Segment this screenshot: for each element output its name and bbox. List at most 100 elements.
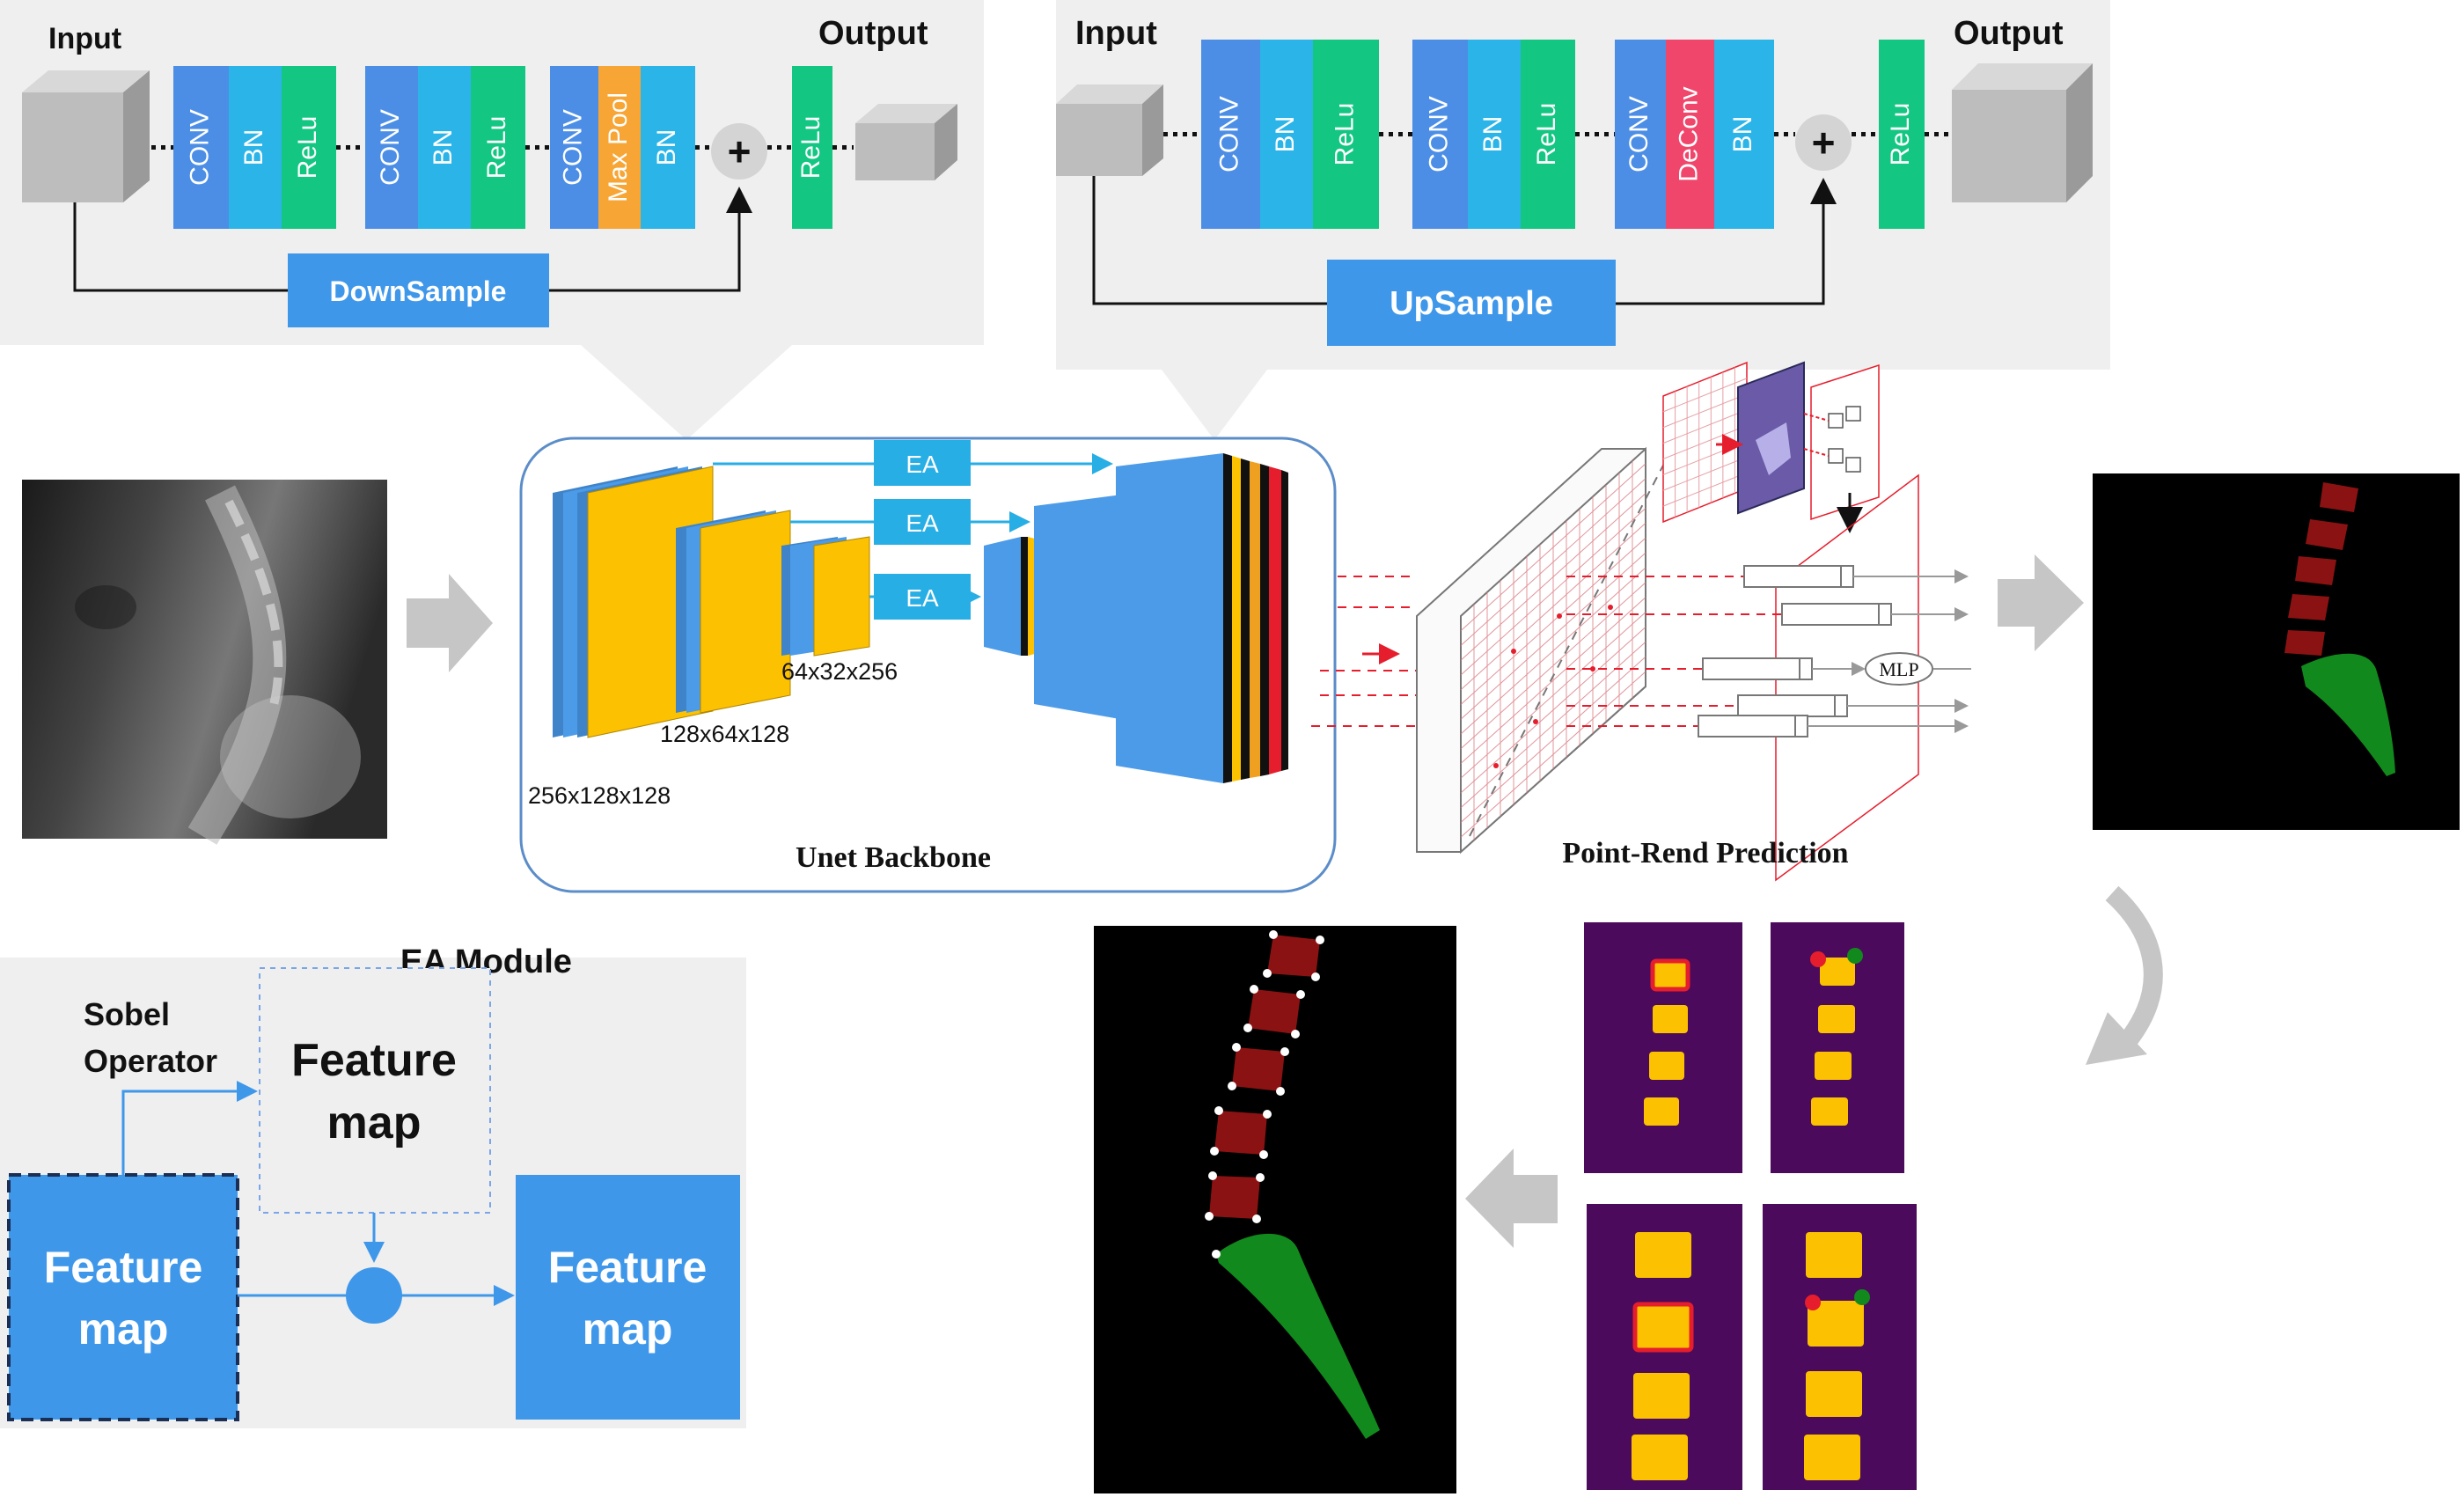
up-layer-label-6: CONV (1624, 96, 1654, 172)
down-layer-5 (471, 66, 525, 229)
output-arrow (1998, 554, 2084, 651)
up-layer-7 (1666, 40, 1714, 229)
final-vertebra-1 (1248, 989, 1301, 1034)
up-layer-6 (1615, 40, 1666, 229)
panel-0-vertebra-2 (1649, 1052, 1684, 1080)
down-output-cube (855, 104, 957, 180)
ea-feature-map-output-line1: Feature (548, 1243, 708, 1292)
downsample-button-box (288, 253, 549, 327)
up-layer-label-5: ReLu (1532, 103, 1561, 166)
down-output-label: Output (818, 15, 928, 52)
back-arrow (1465, 1148, 1558, 1248)
down-layer-label-8: BN (652, 129, 681, 166)
upsample-callout (1162, 370, 1267, 440)
down-layer-label-0: CONV (185, 109, 214, 186)
up-layer-4 (1468, 40, 1521, 229)
down-plus-circle (711, 123, 767, 180)
ea-module: EA Module Feature map Sobel Operator Fea… (0, 943, 746, 1428)
panel-3-vertebra-1 (1808, 1301, 1864, 1347)
panel-3-vertebra-2 (1806, 1371, 1862, 1417)
ea-label-2: EA (906, 510, 939, 537)
sacrum-mask (2301, 653, 2395, 776)
up-layer-1 (1260, 40, 1313, 229)
down-input-cube (22, 70, 150, 202)
final-vertebra-0 (1267, 935, 1320, 977)
ea-label-3: EA (906, 584, 939, 612)
down-layer-label-7: Max Pool (604, 92, 633, 202)
up-plus-circle (1795, 114, 1852, 171)
down-layer-7 (598, 66, 641, 229)
ea-feature-map-dashed-line1: Feature (291, 1035, 457, 1086)
up-layer-3 (1412, 40, 1468, 229)
down-layer-label-3: CONV (376, 109, 405, 186)
down-layer-1 (229, 66, 282, 229)
down-layer-label-9: ReLu (796, 116, 825, 180)
feature-vector-3 (1737, 694, 1836, 717)
upsample-label: UpSample (1390, 285, 1553, 322)
down-layer-label-1: BN (239, 129, 268, 166)
sobel-label-line2: Operator (84, 1043, 217, 1079)
ea-label-1: EA (906, 451, 939, 478)
down-layer-9 (792, 66, 832, 229)
up-layer-label-1: BN (1271, 116, 1300, 153)
downsample-label: DownSample (330, 275, 507, 307)
up-input-cube (1056, 84, 1163, 176)
up-layer-label-4: BN (1478, 116, 1507, 153)
up-layer-8 (1714, 40, 1774, 229)
return-curved-arrow (2105, 885, 2163, 1045)
down-layer-label-2: ReLu (293, 116, 322, 180)
ea-feature-map-input-line2: map (78, 1304, 169, 1354)
down-input-label: Input (48, 22, 121, 55)
panel-1-vertebra-0 (1820, 958, 1855, 986)
output-segmentation (2093, 473, 2460, 830)
down-layer-label-5: ReLu (482, 116, 511, 180)
up-output-label: Output (1954, 15, 2064, 52)
down-layer-6 (550, 66, 598, 229)
down-layer-4 (418, 66, 471, 229)
unet-backbone: EA EA EA 256x128x128 128x64x128 64x32x25… (519, 437, 1337, 893)
up-layer-9 (1879, 40, 1925, 229)
up-layer-2 (1313, 40, 1379, 229)
lumbar-masks (2284, 482, 2358, 656)
up-output-cube (1952, 63, 2093, 202)
final-vertebra-4 (1209, 1176, 1260, 1219)
panel-2-vertebra-2 (1633, 1373, 1690, 1419)
ea-box-2 (874, 499, 971, 545)
down-layer-label-4: BN (429, 129, 458, 166)
dim-label-2: 128x64x128 (660, 721, 789, 747)
ea-merge-node (346, 1267, 402, 1324)
upsample-button-box (1327, 260, 1616, 346)
up-layer-label-9: ReLu (1886, 103, 1915, 166)
pointrend-prediction: MLP Point-Rend Prediction (1311, 361, 1971, 882)
panel-0-vertebra-1 (1653, 1005, 1688, 1033)
panel-3-vertebra-0 (1806, 1232, 1862, 1278)
dim-label-3: 64x32x256 (781, 658, 898, 685)
input-xray-image (22, 480, 387, 845)
point-panels (1584, 922, 1917, 1490)
final-sacrum (1216, 1233, 1380, 1439)
down-plus-sign: + (728, 128, 752, 174)
ea-box-1 (874, 440, 971, 486)
down-layer-2 (282, 66, 336, 229)
feature-vector-2 (1702, 657, 1800, 680)
ea-box-3 (874, 574, 971, 620)
final-result-image (1094, 926, 1456, 1493)
dim-label-1: 256x128x128 (528, 782, 671, 809)
up-layer-label-0: CONV (1214, 96, 1243, 172)
feature-vector-1 (1781, 603, 1880, 626)
ea-feature-map-dashed (259, 967, 491, 1214)
ea-feature-map-output (516, 1175, 740, 1420)
panel-2-vertebra-3 (1632, 1435, 1688, 1480)
up-layer-label-2: ReLu (1330, 103, 1359, 166)
ea-feature-map-output-line2: map (583, 1304, 673, 1354)
feature-vector-0 (1743, 565, 1842, 588)
panel-0-vertebra-0 (1650, 958, 1690, 992)
up-layer-5 (1521, 40, 1575, 229)
feature-vector-4 (1698, 715, 1796, 737)
panel-2-vertebra-1 (1632, 1302, 1694, 1353)
up-layer-label-3: CONV (1424, 96, 1453, 172)
panel-0-vertebra-3 (1644, 1097, 1679, 1126)
up-plus-sign: + (1812, 120, 1836, 165)
ea-feature-map-input-line1: Feature (44, 1243, 203, 1292)
